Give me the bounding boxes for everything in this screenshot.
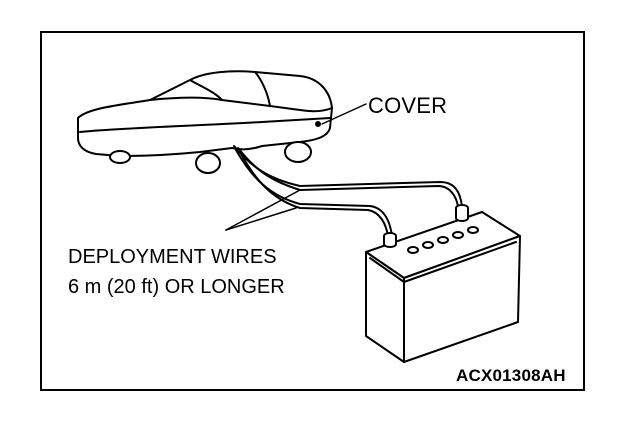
deployment-wires-label-line2: 6 m (20 ft) OR LONGER [68, 276, 285, 298]
cover-leader-line [321, 103, 367, 125]
wires-leader-line-upper [225, 189, 301, 231]
deployment-wires-icon [233, 145, 463, 237]
battery-icon [365, 204, 521, 363]
deployment-wires-label-line1: DEPLOYMENT WIRES [68, 246, 277, 268]
cover-label: COVER [368, 93, 448, 118]
wires-leader-line-lower [225, 207, 297, 231]
covered-car-icon [77, 70, 333, 174]
figure-frame [40, 31, 585, 391]
figure-code: ACX01308AH [456, 366, 566, 385]
deployment-wires-label: DEPLOYMENT WIRES 6 m (20 ft) OR LONGER [68, 242, 285, 302]
